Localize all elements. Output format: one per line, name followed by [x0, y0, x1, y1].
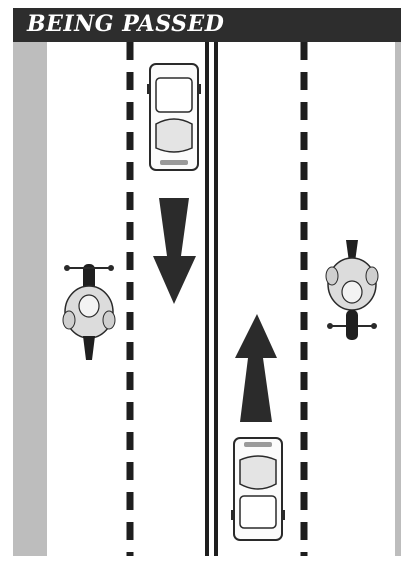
- left-shoulder: [13, 42, 47, 556]
- title-bar: BEING PASSED: [13, 8, 401, 42]
- right-shoulder: [395, 42, 401, 556]
- diagram-title: BEING PASSED: [27, 11, 224, 37]
- road-diagram: [13, 42, 401, 556]
- diagram-frame: BEING PASSED: [13, 8, 401, 556]
- car-southbound: [147, 64, 201, 170]
- car-northbound: [231, 438, 285, 540]
